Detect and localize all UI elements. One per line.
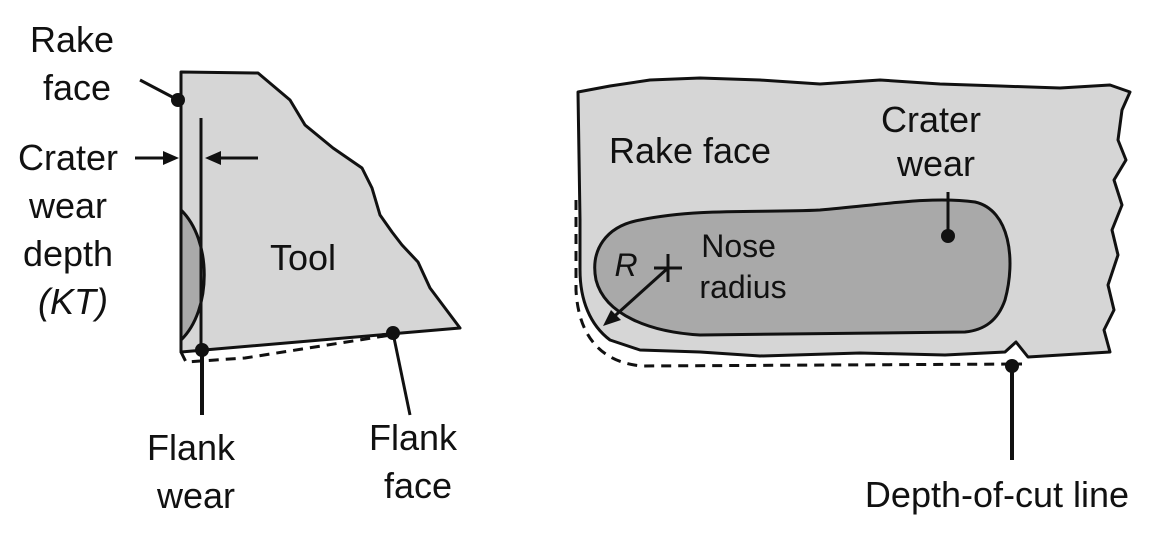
- crater-arrow-left-head: [163, 151, 179, 165]
- right-view: Rake face Crater wear R Nose radius Dept…: [574, 76, 1132, 515]
- flank-wear-dashed-outline: [179, 333, 392, 364]
- crater-wear-dot: [941, 229, 955, 243]
- flank-wear-label: Flank wear: [147, 427, 245, 516]
- depth-of-cut-label: Depth-of-cut line: [865, 474, 1129, 515]
- tool-label: Tool: [270, 237, 336, 278]
- rake-face-leader: [139, 78, 179, 102]
- radius-symbol-label: R: [614, 247, 637, 283]
- crater-arrow-right-head: [205, 151, 221, 165]
- rake-face-label-left: Rake face: [30, 19, 124, 108]
- flank-face-leader: [391, 332, 412, 416]
- flank-face-label: Flank face: [369, 417, 467, 506]
- depth-of-cut-dashed-line: [574, 200, 1023, 368]
- crater-wear-depth-label: Crater wear depth (KT): [18, 137, 128, 322]
- crater-wear-region: [593, 198, 1012, 337]
- crater-wear-label: Crater wear: [881, 99, 991, 184]
- nose-radius-arrowhead: [603, 310, 621, 326]
- rake-face-label-right: Rake face: [609, 130, 771, 171]
- tool-body-left: [179, 70, 462, 354]
- rake-face-dot: [171, 93, 185, 107]
- nose-radius-line: [606, 266, 670, 324]
- crater-wear-profile: [179, 206, 206, 344]
- left-view: Rake face Crater wear depth (KT) Tool Fl…: [18, 19, 467, 516]
- nose-radius-label: Nose radius: [699, 228, 786, 305]
